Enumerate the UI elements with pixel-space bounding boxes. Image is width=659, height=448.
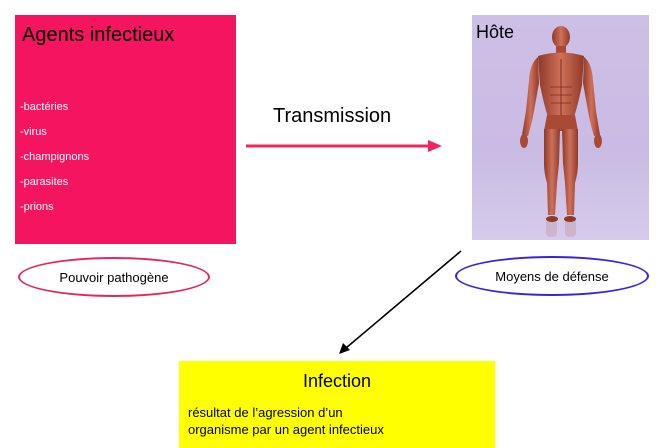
agent-item-parasites: -parasites xyxy=(20,170,89,195)
agent-item-bacteria: -bactéries xyxy=(20,95,89,120)
infectious-agents-box: Agents infectieux -bactéries -virus -cha… xyxy=(15,15,236,244)
host-box: Hôte xyxy=(472,15,649,240)
agent-item-virus: -virus xyxy=(20,120,89,145)
defense-means-ellipse: Moyens de défense xyxy=(455,256,649,296)
pathogenic-power-label: Pouvoir pathogène xyxy=(59,270,168,285)
infection-description: résultat de l’agression d’un organisme p… xyxy=(188,404,384,438)
transmission-arrow xyxy=(244,138,444,154)
infection-description-line: organisme par un agent infectieux xyxy=(188,421,384,438)
infection-description-line: résultat de l’agression d’un xyxy=(188,404,384,421)
infection-title: Infection xyxy=(179,371,495,392)
agent-item-fungi: -champignons xyxy=(20,145,89,170)
infectious-agents-list: -bactéries -virus -champignons -parasite… xyxy=(20,95,89,220)
host-title: Hôte xyxy=(476,22,514,43)
pathogenic-power-ellipse: Pouvoir pathogène xyxy=(18,257,210,297)
agent-item-prions: -prions xyxy=(20,195,89,220)
defense-means-label: Moyens de défense xyxy=(495,269,608,284)
host-to-infection-arrow xyxy=(330,248,470,360)
infectious-agents-title: Agents infectieux xyxy=(22,24,174,47)
transmission-label: Transmission xyxy=(273,105,391,128)
infection-box: Infection résultat de l’agression d’un o… xyxy=(179,361,495,448)
human-anatomy-figure xyxy=(502,23,620,237)
